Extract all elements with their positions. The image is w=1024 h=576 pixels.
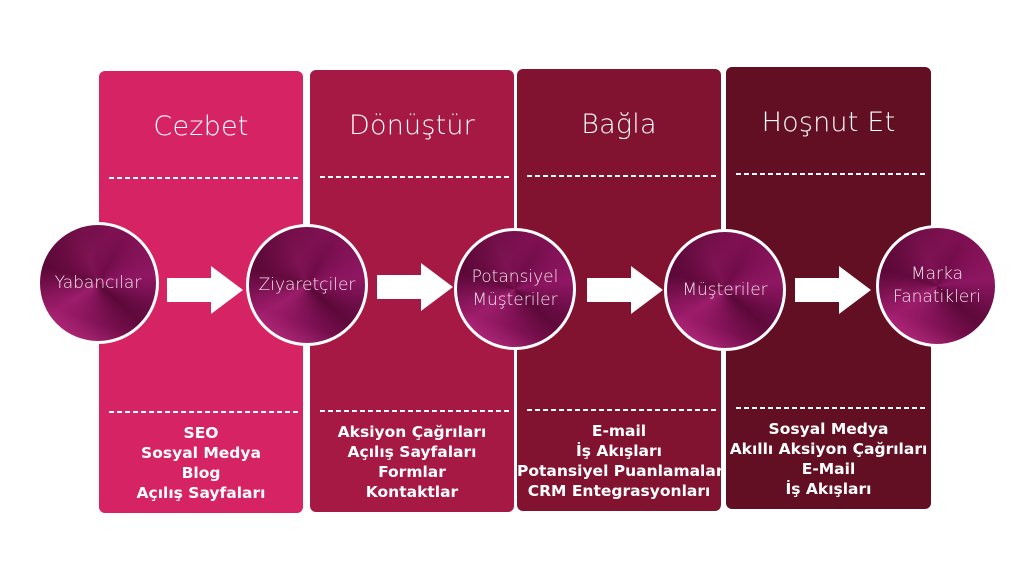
stage-title: Cezbet [153,111,249,142]
list-item: Açılış Sayfaları [136,484,266,502]
node-promoters: Marka Fanatikleri [876,225,998,347]
stage-tools-list: Sosyal Medya Akıllı Aksiyon Çağrıları E-… [726,419,931,499]
divider [320,410,509,412]
node-customers: Müşteriler [664,229,786,351]
stage-title: Dönüştür [348,110,475,141]
node-label: Marka [910,264,964,284]
node-label: Yabancılar [54,272,142,293]
node-visitors: Ziyaretçiler [246,224,368,346]
list-item: Açılış Sayfaları [347,443,477,461]
right-arrow-icon [795,266,871,314]
list-item: Kontaktlar [365,483,459,501]
stage-title: Bağla [581,109,657,140]
list-item: Sosyal Medya [768,420,889,438]
divider [109,177,298,179]
list-item: Formlar [378,463,446,481]
stage-tools-list: E-mail İş Akışları Potansiyel Puanlamala… [517,421,729,501]
list-item: Potansiyel Puanlamaları [517,462,729,480]
right-arrow-icon [377,263,453,311]
divider [527,409,716,411]
node-label: Fanatikleri [893,287,981,307]
node-label: Müşteriler [682,279,768,300]
node-label: Müşteriler [472,290,558,310]
divider [109,411,298,413]
node-label: Potansiyel [471,267,559,287]
right-arrow-icon [587,266,663,314]
list-item: E-Mail [801,460,856,478]
list-item: İş Akışları [785,480,872,498]
node-strangers: Yabancılar [37,222,159,344]
list-item: Blog [181,464,221,482]
divider [736,173,926,175]
stage-tools-list: SEO Sosyal Medya Blog Açılış Sayfaları [99,423,303,503]
list-item: Sosyal Medya [141,444,261,462]
list-item: E-mail [591,422,647,440]
right-arrow-icon [167,266,243,314]
divider [527,175,716,177]
list-item: Akıllı Aksiyon Çağrıları [729,440,928,458]
list-item: İş Akışları [576,442,662,460]
list-item: CRM Entegrasyonları [527,482,711,500]
stage-tools-list: Aksiyon Çağrıları Açılış Sayfaları Forml… [310,422,514,502]
node-label: Ziyaretçiler [258,274,356,295]
divider [736,407,926,409]
divider [320,176,509,178]
node-leads: Potansiyel Müşteriler [454,228,576,350]
stage-title: Hoşnut Et [761,107,896,138]
list-item: SEO [183,424,219,442]
list-item: Aksiyon Çağrıları [337,423,487,441]
